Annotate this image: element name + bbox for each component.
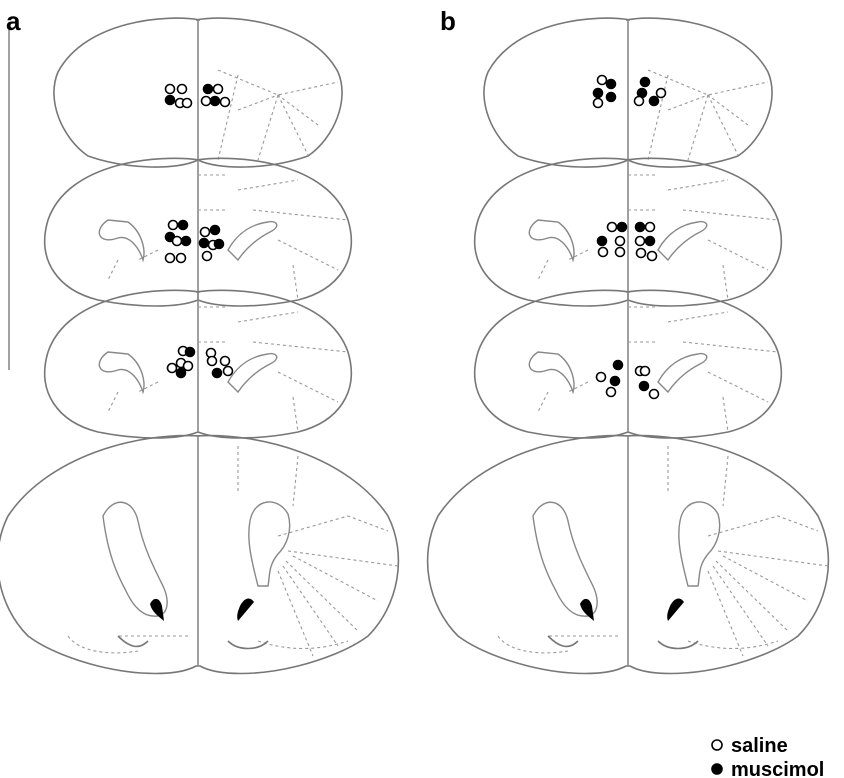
muscimol-site-marker (650, 97, 659, 106)
section-b-4 (428, 436, 829, 674)
muscimol-site-marker (598, 237, 607, 246)
legend-saline-marker (712, 740, 722, 750)
saline-site-marker (178, 85, 187, 94)
section-a-1 (54, 18, 342, 167)
section-b-2 (475, 158, 782, 306)
muscimol-site-marker (640, 382, 649, 391)
saline-site-marker (214, 85, 223, 94)
saline-site-marker (597, 373, 606, 382)
muscimol-site-marker (186, 348, 195, 357)
saline-site-marker (594, 99, 603, 108)
section-a-4 (0, 436, 398, 674)
saline-site-marker (657, 89, 666, 98)
panel-a (0, 18, 398, 673)
muscimol-site-marker (215, 240, 224, 249)
legend-muscimol-label: muscimol (731, 759, 824, 778)
saline-site-marker (599, 248, 608, 257)
muscimol-site-marker (618, 223, 627, 232)
panel-b (428, 18, 829, 673)
panel-label-a: a (6, 6, 21, 36)
saline-site-marker (616, 248, 625, 257)
saline-site-marker (637, 249, 646, 258)
muscimol-site-marker (166, 96, 175, 105)
muscimol-site-marker (641, 78, 650, 87)
muscimol-site-marker (607, 80, 616, 89)
muscimol-site-marker (607, 93, 616, 102)
saline-site-marker (202, 97, 211, 106)
saline-site-marker (166, 85, 175, 94)
saline-site-marker (598, 76, 607, 85)
saline-site-marker (646, 223, 655, 232)
dots-panel-b (594, 76, 666, 399)
muscimol-site-marker (182, 237, 191, 246)
saline-site-marker (173, 237, 182, 246)
panel-label-b: b (440, 6, 456, 36)
legend: saline muscimol (712, 735, 824, 778)
section-b-3 (475, 290, 782, 438)
section-a-3 (45, 290, 352, 438)
muscimol-site-marker (213, 369, 222, 378)
saline-site-marker (224, 367, 233, 376)
saline-site-marker (608, 223, 617, 232)
muscimol-site-marker (594, 89, 603, 98)
saline-site-marker (221, 357, 230, 366)
saline-site-marker (208, 357, 217, 366)
saline-site-marker (648, 252, 657, 261)
saline-site-marker (221, 98, 230, 107)
saline-site-marker (184, 362, 193, 371)
saline-site-marker (641, 367, 650, 376)
saline-site-marker (607, 388, 616, 397)
muscimol-site-marker (200, 239, 209, 248)
saline-site-marker (616, 237, 625, 246)
muscimol-site-marker (179, 221, 188, 230)
saline-site-marker (168, 364, 177, 373)
saline-site-marker (203, 252, 212, 261)
legend-muscimol-marker (712, 764, 722, 774)
saline-site-marker (650, 390, 659, 399)
muscimol-site-marker (611, 377, 620, 386)
muscimol-site-marker (211, 226, 220, 235)
section-a-2 (45, 158, 352, 306)
muscimol-site-marker (646, 237, 655, 246)
saline-site-marker (183, 99, 192, 108)
muscimol-site-marker (211, 97, 220, 106)
saline-site-marker (201, 228, 210, 237)
muscimol-site-marker (636, 223, 645, 232)
saline-site-marker (635, 97, 644, 106)
muscimol-site-marker (204, 85, 213, 94)
dots-panel-a (166, 85, 233, 378)
legend-saline-label: saline (731, 735, 788, 757)
saline-site-marker (166, 254, 175, 263)
muscimol-site-marker (614, 361, 623, 370)
section-b-1 (484, 18, 772, 167)
saline-site-marker (636, 237, 645, 246)
saline-site-marker (169, 221, 178, 230)
muscimol-site-marker (177, 369, 186, 378)
saline-site-marker (177, 254, 186, 263)
